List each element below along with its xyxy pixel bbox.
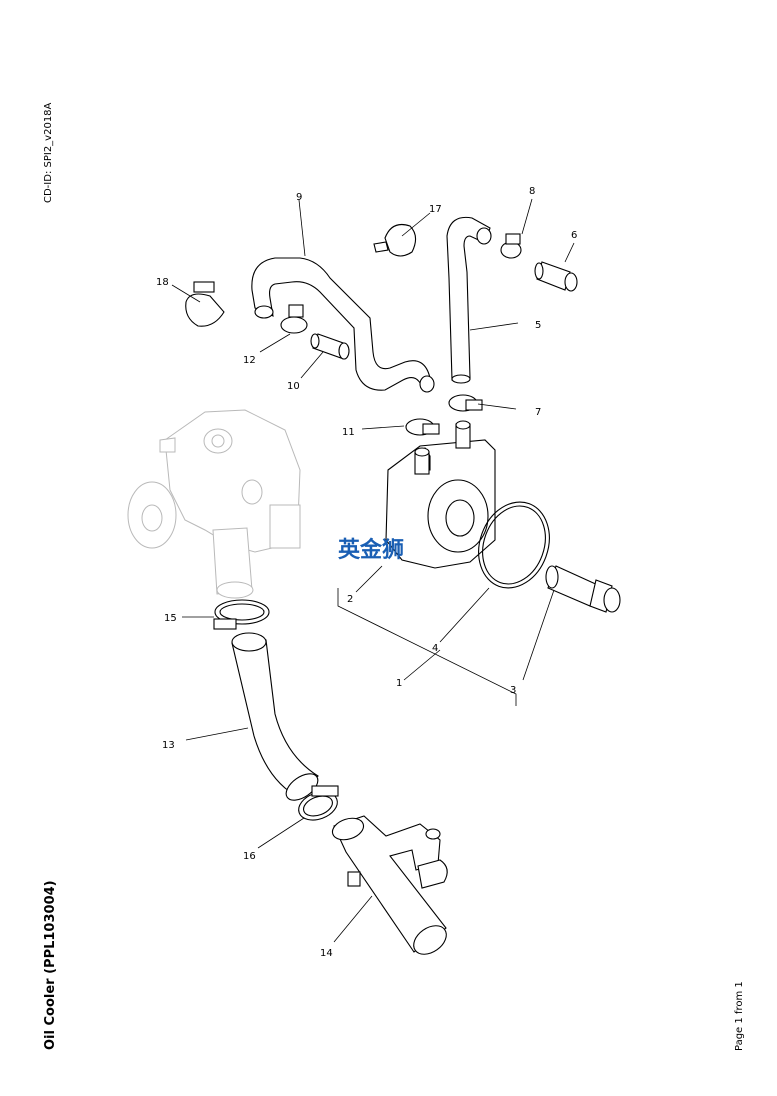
part-13-hose bbox=[231, 632, 319, 801]
part-10-fitting bbox=[310, 333, 350, 360]
part-3-threaded-fitting bbox=[545, 565, 621, 613]
callout-5: 5 bbox=[535, 320, 541, 331]
callout-13: 13 bbox=[162, 740, 175, 751]
assembly-bracket bbox=[337, 588, 517, 706]
callout-17: 17 bbox=[429, 204, 442, 215]
part-15-clamp bbox=[213, 599, 270, 630]
callout-11: 11 bbox=[342, 427, 355, 438]
part-7-clamp bbox=[448, 394, 483, 412]
callout-16: 16 bbox=[243, 851, 256, 862]
part-11-clamp bbox=[405, 418, 440, 436]
callout-7: 7 bbox=[535, 407, 541, 418]
callout-15: 15 bbox=[164, 613, 177, 624]
callout-8: 8 bbox=[529, 186, 535, 197]
part-16-clamp bbox=[298, 785, 339, 821]
part-12-clamp bbox=[280, 304, 308, 334]
callout-14: 14 bbox=[320, 948, 333, 959]
watermark-logo: 英金狮 bbox=[338, 537, 404, 563]
water-pump-reference bbox=[127, 409, 301, 599]
callout-3: 3 bbox=[510, 685, 516, 696]
callout-2: 2 bbox=[347, 594, 353, 605]
part-8-clamp bbox=[500, 233, 522, 259]
callout-1: 1 bbox=[396, 678, 402, 689]
part-9-hose bbox=[251, 257, 435, 393]
callout-18: 18 bbox=[156, 277, 169, 288]
callout-labels: 1 2 3 4 5 6 7 8 9 10 11 12 13 14 15 16 1… bbox=[156, 186, 577, 959]
callout-6: 6 bbox=[571, 230, 577, 241]
callout-12: 12 bbox=[243, 355, 256, 366]
part-18-clamp bbox=[185, 281, 225, 327]
part-4-o-ring bbox=[478, 501, 550, 589]
part-2-oil-cooler bbox=[385, 420, 496, 569]
part-5-hose bbox=[446, 216, 492, 384]
callout-9: 9 bbox=[296, 192, 302, 203]
part-17-clamp bbox=[373, 223, 417, 257]
callout-10: 10 bbox=[287, 381, 300, 392]
part-6-fitting bbox=[534, 261, 578, 292]
leader-lines bbox=[171, 198, 575, 943]
callout-4: 4 bbox=[432, 643, 438, 654]
part-14-pipe bbox=[331, 815, 448, 955]
